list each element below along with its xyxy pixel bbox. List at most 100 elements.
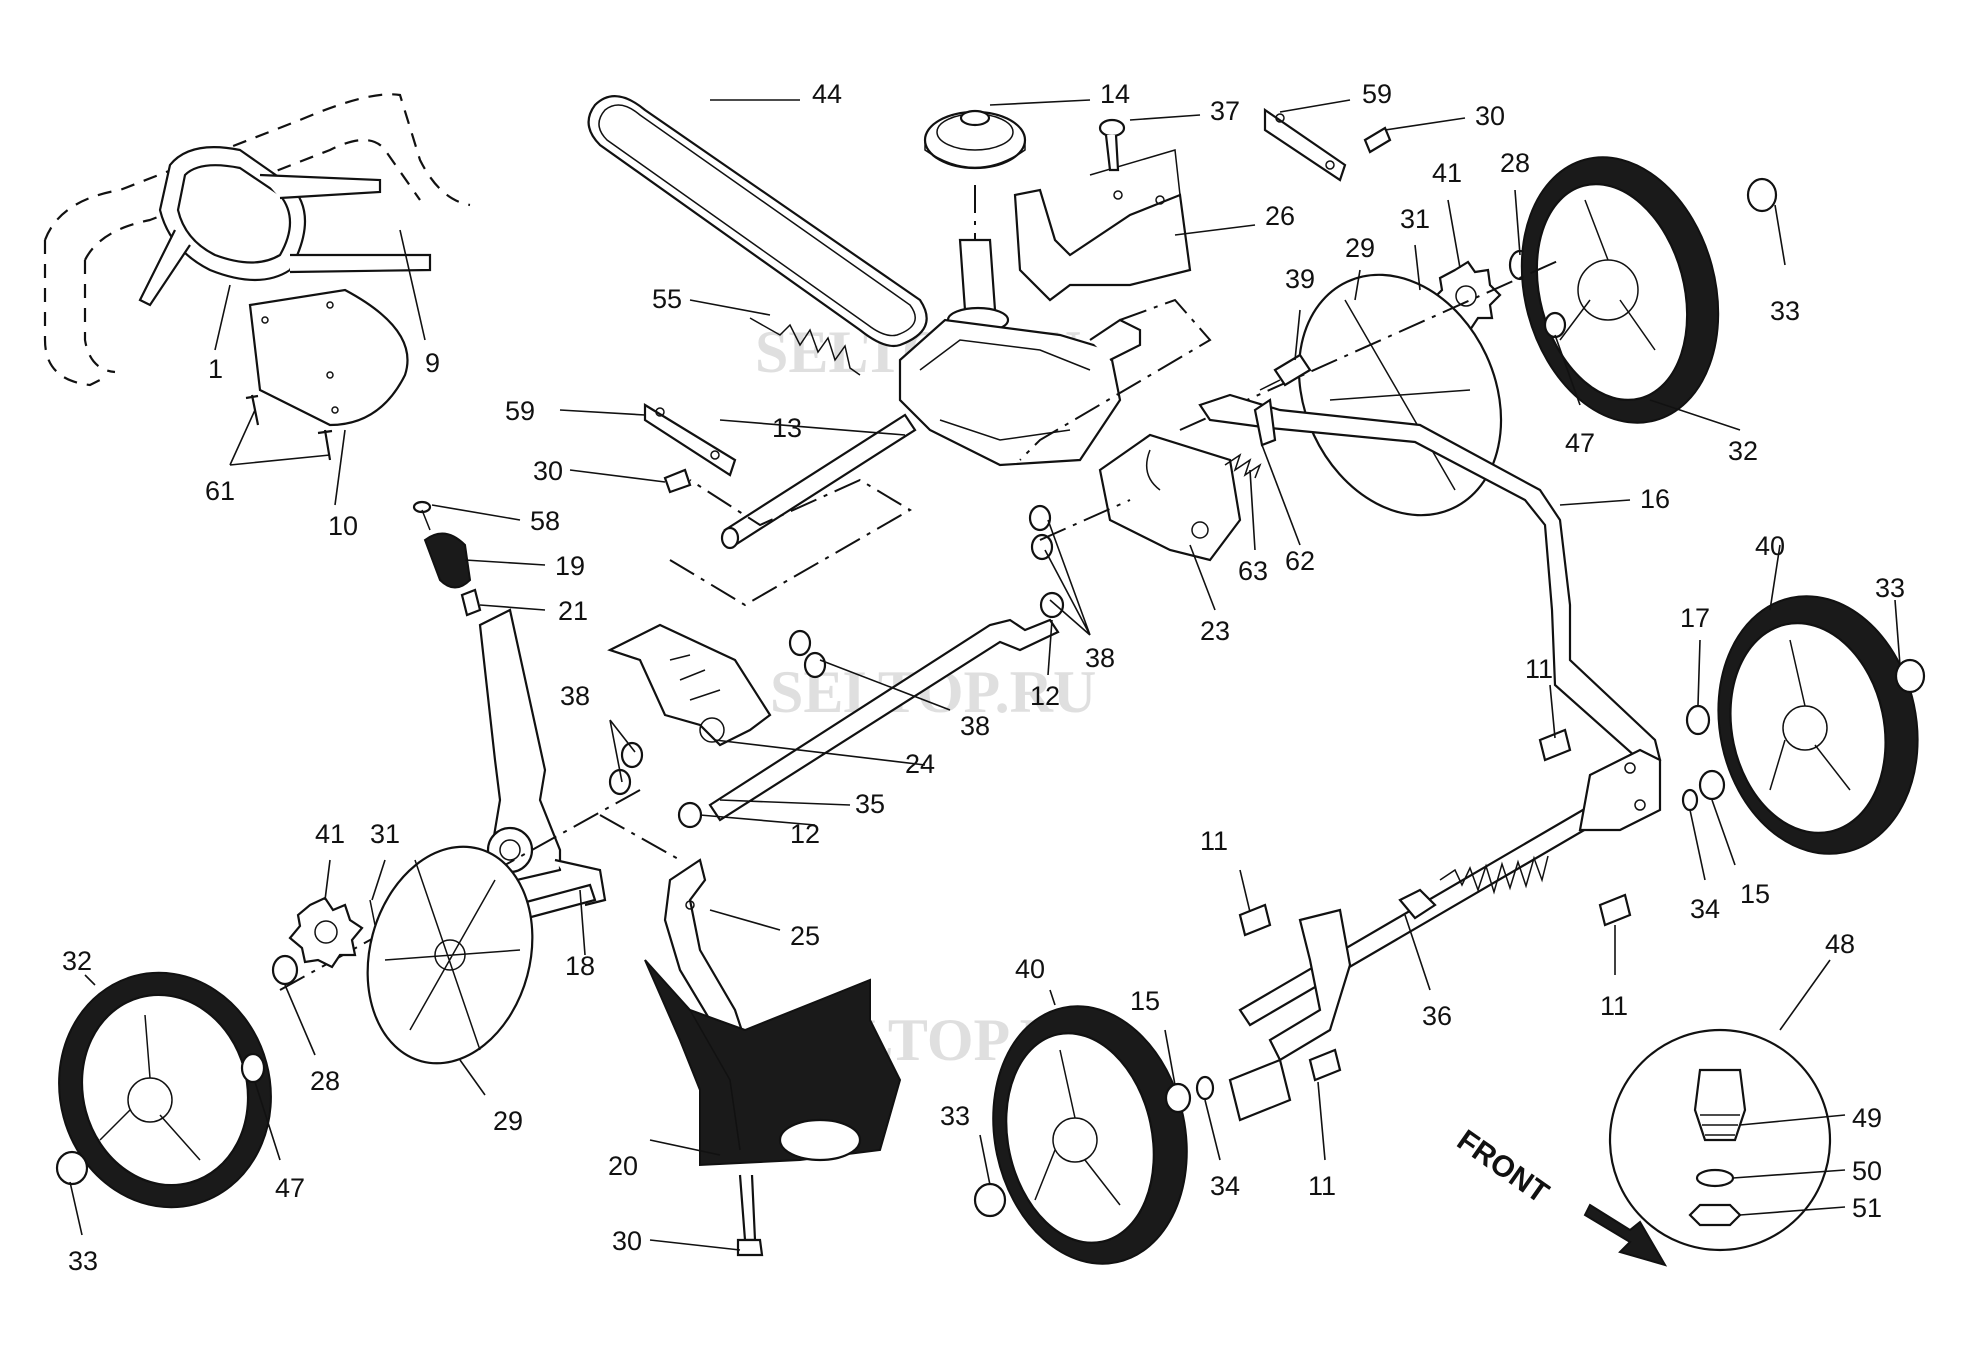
callout-63: 63 <box>1238 556 1268 586</box>
callout-29-right: 29 <box>1345 233 1375 263</box>
callout-11-left: 11 <box>1200 826 1228 856</box>
callout-34-left: 34 <box>1210 1171 1240 1201</box>
callout-26: 26 <box>1265 201 1295 231</box>
axle-36 <box>1238 798 1612 1027</box>
callout-28-left: 28 <box>310 1066 340 1096</box>
callout-14: 14 <box>1100 79 1130 109</box>
rear-wheel-32-right <box>1520 156 1720 424</box>
callout-58: 58 <box>530 506 560 536</box>
washers-38-right <box>1028 504 1054 561</box>
pin-31-left <box>369 899 376 926</box>
height-adjust-bracket-23 <box>1098 433 1242 562</box>
guard-25 <box>663 858 747 1047</box>
washer-17 <box>1685 704 1711 736</box>
washer-47-left <box>240 1052 266 1084</box>
callout-15-left: 15 <box>1130 986 1160 1016</box>
drive-belt <box>587 95 928 348</box>
callout-33-right-front: 33 <box>1875 573 1905 603</box>
bolt-39 <box>1259 353 1312 391</box>
leader-lines <box>69 99 1901 1251</box>
spacer-34-left <box>1195 1075 1215 1101</box>
callout-61: 61 <box>205 476 235 506</box>
nut-33-right-front <box>1894 658 1926 694</box>
callout-38-right: 38 <box>1085 643 1115 673</box>
deflector-24 <box>607 623 772 747</box>
callout-38-left: 38 <box>560 681 590 711</box>
callout-51: 51 <box>1852 1193 1882 1223</box>
bushing-21 <box>460 588 482 617</box>
callout-11-upper: 11 <box>1525 654 1553 684</box>
screw-30-top <box>1363 126 1392 154</box>
callout-30-top: 30 <box>1475 101 1505 131</box>
callout-33-left-front: 33 <box>940 1101 970 1131</box>
washer-15-right <box>1698 769 1726 801</box>
callout-50: 50 <box>1852 1156 1882 1186</box>
callout-32-right: 32 <box>1728 436 1758 466</box>
front-label: FRONT <box>1451 1124 1555 1210</box>
washers-38-left <box>608 629 827 796</box>
screw-37 <box>1098 118 1126 172</box>
callout-20: 20 <box>608 1151 638 1181</box>
callout-25: 25 <box>790 921 820 951</box>
callout-11-right: 11 <box>1600 991 1628 1021</box>
callout-33-left-rear: 33 <box>68 1246 98 1276</box>
callout-16: 16 <box>1640 484 1670 514</box>
callout-28-right: 28 <box>1500 148 1530 178</box>
gear-41-left <box>288 896 364 969</box>
callout-47-right: 47 <box>1565 428 1595 458</box>
callout-35: 35 <box>855 789 885 819</box>
callout-59-top: 59 <box>1362 79 1392 109</box>
callout-34-right: 34 <box>1690 894 1720 924</box>
callout-17: 17 <box>1680 603 1710 633</box>
inset-detail-48 <box>1608 1028 1832 1252</box>
washer-47-right <box>1543 311 1567 339</box>
bracket-26 <box>1013 149 1192 302</box>
handle-bracket <box>248 288 409 427</box>
callout-23: 23 <box>1200 616 1230 646</box>
callout-19: 19 <box>555 551 585 581</box>
spacer-34-right <box>1681 788 1699 812</box>
nut-33-left-rear <box>55 1150 89 1186</box>
callout-40-right: 40 <box>1755 531 1785 561</box>
callout-41-left: 41 <box>315 819 345 849</box>
callout-48: 48 <box>1825 929 1855 959</box>
callout-44: 44 <box>812 79 842 109</box>
clip-62 <box>1253 398 1277 447</box>
callout-62: 62 <box>1285 546 1315 576</box>
chute-20 <box>644 959 902 1167</box>
nut-33-right-rear <box>1746 177 1778 213</box>
callout-38-center: 38 <box>960 711 990 741</box>
axle-bolts-11 <box>1238 728 1632 1082</box>
callout-40-left: 40 <box>1015 954 1045 984</box>
knob-58 <box>412 500 432 531</box>
callout-9: 9 <box>425 348 440 378</box>
washer-28-left <box>271 954 299 986</box>
callout-12-right: 12 <box>1030 681 1060 711</box>
callout-41-right: 41 <box>1432 158 1462 188</box>
callout-47-left: 47 <box>275 1173 305 1203</box>
nuts-12 <box>677 591 1065 829</box>
callout-30-bottom: 30 <box>612 1226 642 1256</box>
callout-31-left: 31 <box>370 819 400 849</box>
callout-36: 36 <box>1422 1001 1452 1031</box>
spring-55 <box>749 317 861 376</box>
callout-59-left: 59 <box>505 396 535 426</box>
screw-30-bottom <box>736 1174 764 1257</box>
rod-35 <box>708 618 1060 822</box>
wheel-shield-29-left <box>366 845 534 1065</box>
callout-55: 55 <box>652 284 682 314</box>
screw-30-left <box>663 468 692 494</box>
callout-21: 21 <box>558 596 588 626</box>
callout-10: 10 <box>328 511 358 541</box>
callout-1: 1 <box>208 354 223 384</box>
knob-19 <box>423 532 472 589</box>
callout-24: 24 <box>905 749 935 779</box>
washer-15-left <box>1164 1082 1192 1114</box>
transmission-dash-box <box>669 298 1212 607</box>
plate-59-top <box>1263 107 1347 182</box>
callout-12-left: 12 <box>790 819 820 849</box>
callout-13: 13 <box>772 413 802 443</box>
callout-37: 37 <box>1210 96 1240 126</box>
callout-labels: 44 14 37 59 30 26 41 28 31 29 39 33 47 3… <box>62 79 1905 1276</box>
